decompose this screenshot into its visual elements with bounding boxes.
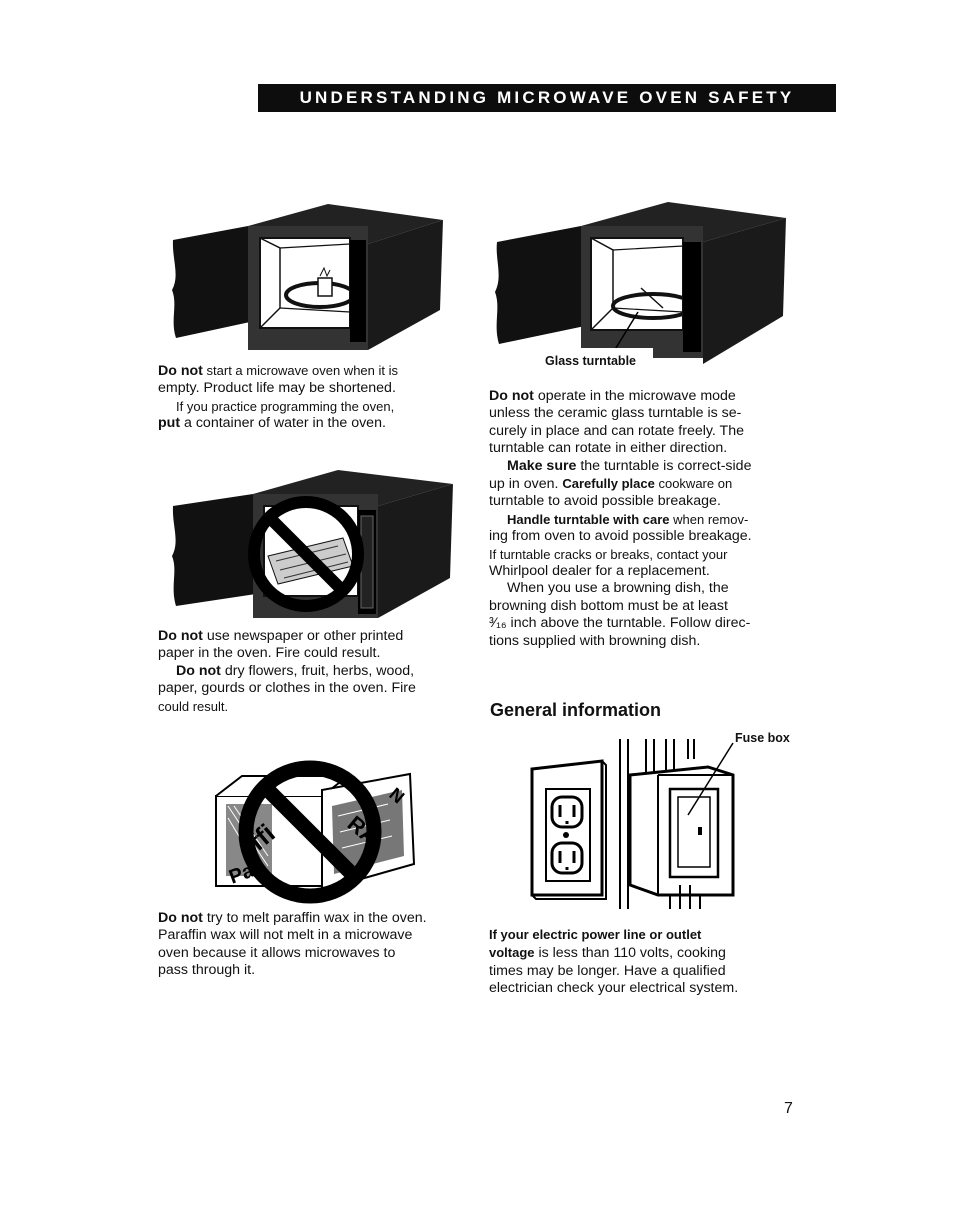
body-text: turntable to avoid possible breakage. bbox=[489, 493, 721, 510]
body-text: ing from oven to avoid possible breakage… bbox=[489, 528, 752, 545]
emphasis-text: Do not bbox=[158, 363, 203, 379]
body-text: is less than 110 volts, cooking bbox=[534, 945, 726, 962]
emphasis-text: Do not bbox=[176, 662, 221, 679]
page-number: 7 bbox=[784, 1100, 793, 1117]
body-text: use newspaper or other printed bbox=[202, 628, 404, 644]
emphasis-text: Do not bbox=[158, 910, 203, 926]
emphasis-text: Do not bbox=[158, 628, 203, 644]
emphasis-text: Carefully place bbox=[562, 476, 655, 492]
body-text: electrician check your electrical system… bbox=[489, 980, 739, 997]
microwave-with-cup-illustration bbox=[172, 204, 443, 350]
no-paraffin-illustration: Pa ffi RA N bbox=[215, 760, 416, 904]
warning-paper-and-drying: Do not use newspaper or other printed pa… bbox=[158, 628, 458, 715]
body-text: paper in the oven. Fire could result. bbox=[158, 645, 381, 662]
glass-turntable-label: Glass turntable bbox=[545, 354, 636, 368]
section-header: UNDERSTANDING MICROWAVE OVEN SAFETY bbox=[258, 84, 836, 112]
body-text: empty. Product life may be shortened. bbox=[158, 380, 396, 397]
body-text: unless the ceramic glass turntable is se… bbox=[489, 405, 742, 422]
body-text: browning dish bottom must be at least bbox=[489, 597, 728, 614]
glass-turntable-illustration bbox=[495, 202, 786, 368]
body-text: tions supplied with browning dish. bbox=[489, 632, 701, 649]
fuse-box-label: Fuse box bbox=[735, 731, 790, 745]
body-text: curely in place and can rotate freely. T… bbox=[489, 422, 744, 439]
body-text: Paraffin wax will not melt in a microwav… bbox=[158, 927, 413, 944]
fraction-text: ³⁄₁₆ bbox=[489, 615, 507, 632]
body-text: the turntable is correct-side bbox=[576, 457, 752, 474]
body-text: start a microwave oven when it is bbox=[202, 363, 398, 378]
outlet-and-fuse-box-illustration bbox=[530, 739, 735, 909]
warning-paraffin: Do not try to melt paraffin wax in the o… bbox=[158, 910, 463, 980]
body-text: pass through it. bbox=[158, 962, 256, 979]
body-text: try to melt paraffin wax in the oven. bbox=[202, 910, 427, 926]
body-text: When you use a browning dish, the bbox=[507, 580, 729, 597]
body-text: operate in the microwave mode bbox=[533, 388, 736, 404]
voltage-information: If your electric power line or outlet vo… bbox=[489, 926, 794, 998]
general-information-heading: General information bbox=[490, 700, 662, 720]
body-text: a container of water in the oven. bbox=[180, 415, 386, 432]
body-text: If you practice programming the oven, bbox=[176, 398, 395, 414]
emphasis-text: voltage bbox=[489, 945, 535, 961]
body-text: paper, gourds or clothes in the oven. Fi… bbox=[158, 680, 416, 697]
warning-empty-oven: Do not start a microwave oven when it is… bbox=[158, 362, 458, 433]
body-text: up in oven. bbox=[489, 476, 563, 493]
turntable-instructions: Do not operate in the microwave mode unl… bbox=[489, 388, 799, 650]
body-text: times may be longer. Have a qualified bbox=[489, 962, 726, 979]
body-text: when remov- bbox=[669, 511, 749, 527]
body-text: inch above the turntable. Follow direc- bbox=[506, 615, 751, 632]
emphasis-text: Do not bbox=[489, 388, 534, 404]
emphasis-text: Make sure bbox=[507, 457, 577, 474]
body-text: Whirlpool dealer for a replacement. bbox=[489, 563, 710, 580]
body-text: turntable can rotate in either direction… bbox=[489, 440, 728, 457]
body-text: dry flowers, fruit, herbs, wood, bbox=[220, 662, 415, 679]
no-newspaper-illustration bbox=[172, 470, 453, 618]
body-text: could result. bbox=[158, 698, 229, 714]
emphasis-text: If your electric power line or outlet bbox=[489, 927, 702, 942]
body-text: cookware on bbox=[654, 476, 733, 492]
emphasis-text: put bbox=[158, 415, 181, 432]
body-text: If turntable cracks or breaks, contact y… bbox=[489, 546, 728, 562]
emphasis-text: Handle turntable with care bbox=[507, 511, 670, 527]
body-text: oven because it allows microwaves to bbox=[158, 944, 396, 961]
